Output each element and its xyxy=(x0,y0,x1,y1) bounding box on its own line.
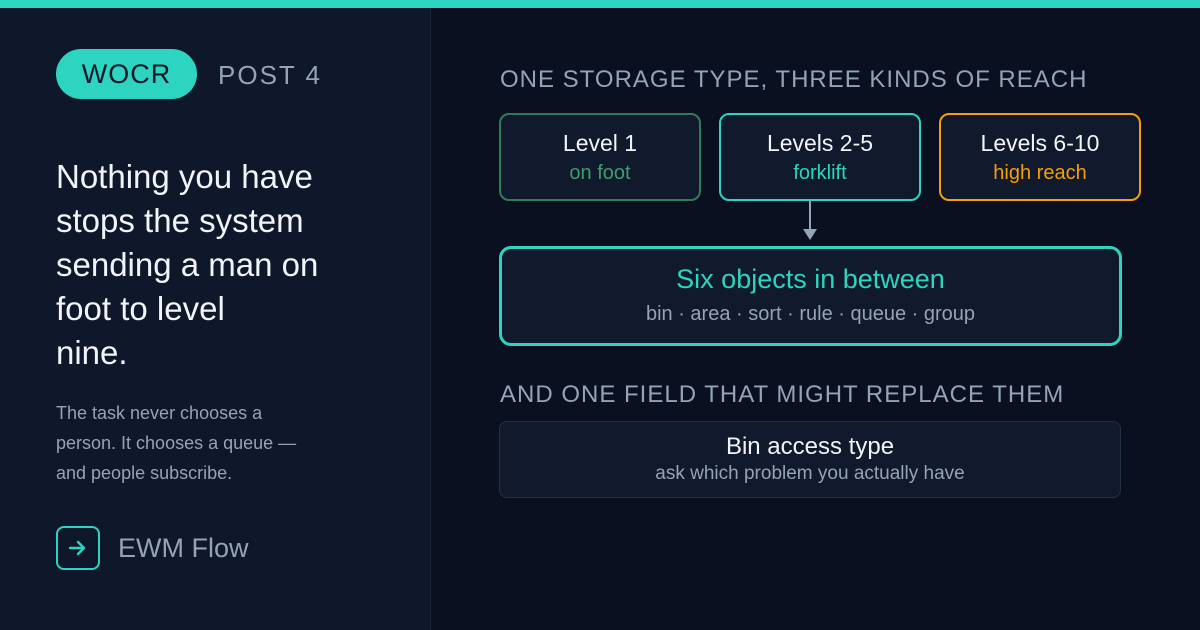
levels-2-5-title: Levels 2-5 xyxy=(766,130,874,156)
levels-6-10-title: Levels 6-10 xyxy=(980,130,1100,156)
bin-access-type-title: Bin access type xyxy=(725,433,895,460)
levels-2-5-card: Levels 2-5 forklift xyxy=(719,113,921,201)
levels-6-10-card: Levels 6-10 high reach xyxy=(939,113,1141,201)
subtext-line: and people subscribe. xyxy=(56,463,233,483)
subtext: The task never chooses a person. It choo… xyxy=(56,398,356,488)
headline-line: nine. xyxy=(56,334,128,371)
subtext-line: person. It chooses a queue — xyxy=(56,433,297,453)
ewm-flow-label: EWM Flow xyxy=(118,533,249,563)
six-objects-card: Six objects in between bin · area · sort… xyxy=(499,246,1122,346)
wocr-badge: WOCR xyxy=(56,49,197,99)
levels-2-5-subtitle: forklift xyxy=(793,162,847,184)
headline-line: foot to level xyxy=(56,290,225,327)
levels-6-10-subtitle: high reach xyxy=(993,162,1087,184)
arrow-right-icon xyxy=(56,526,100,570)
level-1-title: Level 1 xyxy=(562,130,638,156)
headline-line: Nothing you have xyxy=(56,158,313,195)
panel-divider xyxy=(430,8,431,630)
six-objects-title: Six objects in between xyxy=(676,264,945,294)
down-arrow-icon xyxy=(803,201,817,240)
post-number-label: POST 4 xyxy=(218,60,323,90)
headline: Nothing you have stops the system sendin… xyxy=(56,155,356,375)
section-heading-field: AND ONE FIELD THAT MIGHT REPLACE THEM xyxy=(500,381,1065,408)
six-objects-list: bin · area · sort · rule · queue · group xyxy=(645,303,976,325)
bin-access-type-card: Bin access type ask which problem you ac… xyxy=(499,421,1121,498)
headline-line: stops the system xyxy=(56,202,304,239)
bin-access-type-subtitle: ask which problem you actually have xyxy=(655,463,965,484)
section-heading-reach: ONE STORAGE TYPE, THREE KINDS OF REACH xyxy=(500,66,1088,93)
level-1-subtitle: on foot xyxy=(569,162,631,184)
accent-top-bar xyxy=(0,0,1200,8)
ewm-flow-link[interactable]: EWM Flow xyxy=(56,525,249,571)
headline-line: sending a man on xyxy=(56,246,319,283)
level-1-card: Level 1 on foot xyxy=(499,113,701,201)
subtext-line: The task never chooses a xyxy=(56,403,263,423)
